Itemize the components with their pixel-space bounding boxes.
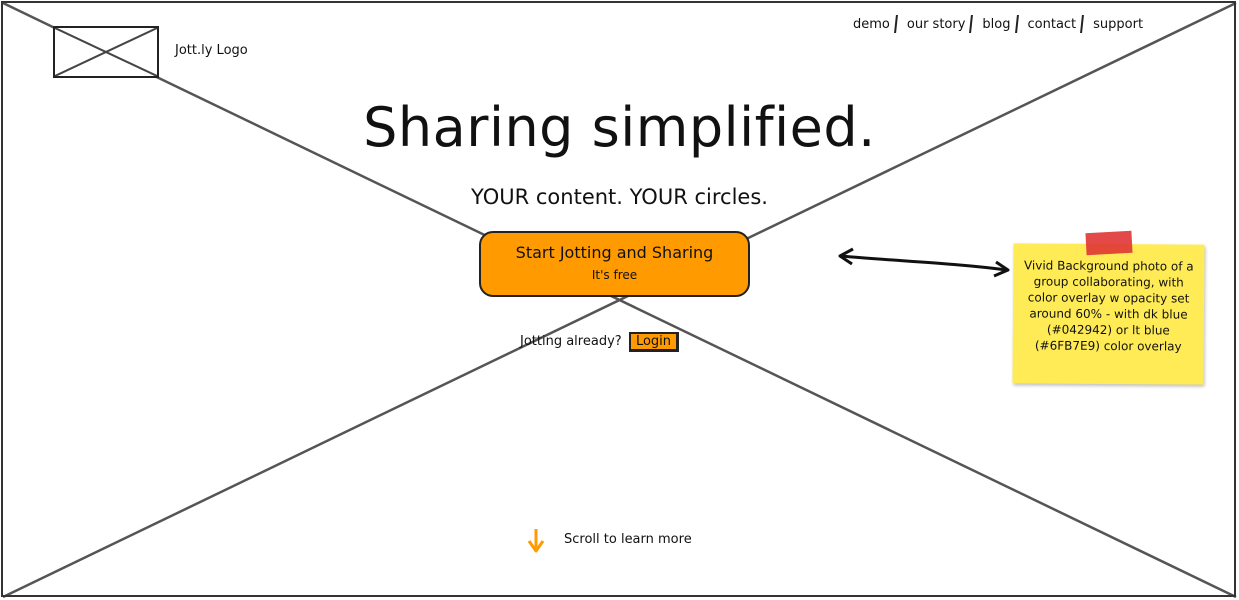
scroll-hint[interactable]: Scroll to learn more — [564, 532, 692, 547]
nav-divider — [893, 15, 898, 33]
nav-demo[interactable]: demo — [853, 16, 890, 32]
nav-blog[interactable]: blog — [982, 16, 1011, 32]
nav-our-story[interactable]: our story — [906, 16, 966, 32]
page-headline: Sharing simplified. — [363, 96, 876, 159]
sticky-note-text: Vivid Background photo of a group collab… — [1023, 258, 1194, 354]
logo-label: Jott.ly Logo — [175, 43, 248, 58]
login-prompt: Jotting already? — [520, 334, 622, 349]
tape-strip — [1085, 230, 1133, 256]
cta-title: Start Jotting and Sharing — [515, 243, 714, 262]
top-nav: demo our story blog contact support — [851, 15, 1145, 33]
logo-placeholder-icon[interactable] — [53, 26, 159, 78]
nav-support[interactable]: support — [1093, 16, 1144, 32]
nav-divider — [1080, 15, 1085, 33]
nav-divider — [969, 15, 974, 33]
cta-subtitle: It's free — [591, 268, 638, 282]
nav-divider — [1014, 15, 1019, 33]
page-subheadline: YOUR content. YOUR circles. — [471, 185, 768, 209]
double-arrow-icon — [838, 247, 1010, 278]
nav-contact[interactable]: contact — [1027, 16, 1077, 32]
login-button[interactable]: Login — [629, 332, 679, 352]
sticky-note: Vivid Background photo of a group collab… — [1012, 243, 1205, 385]
start-jotting-button[interactable]: Start Jotting and Sharing It's free — [479, 231, 750, 297]
arrow-down-icon[interactable] — [526, 528, 546, 554]
